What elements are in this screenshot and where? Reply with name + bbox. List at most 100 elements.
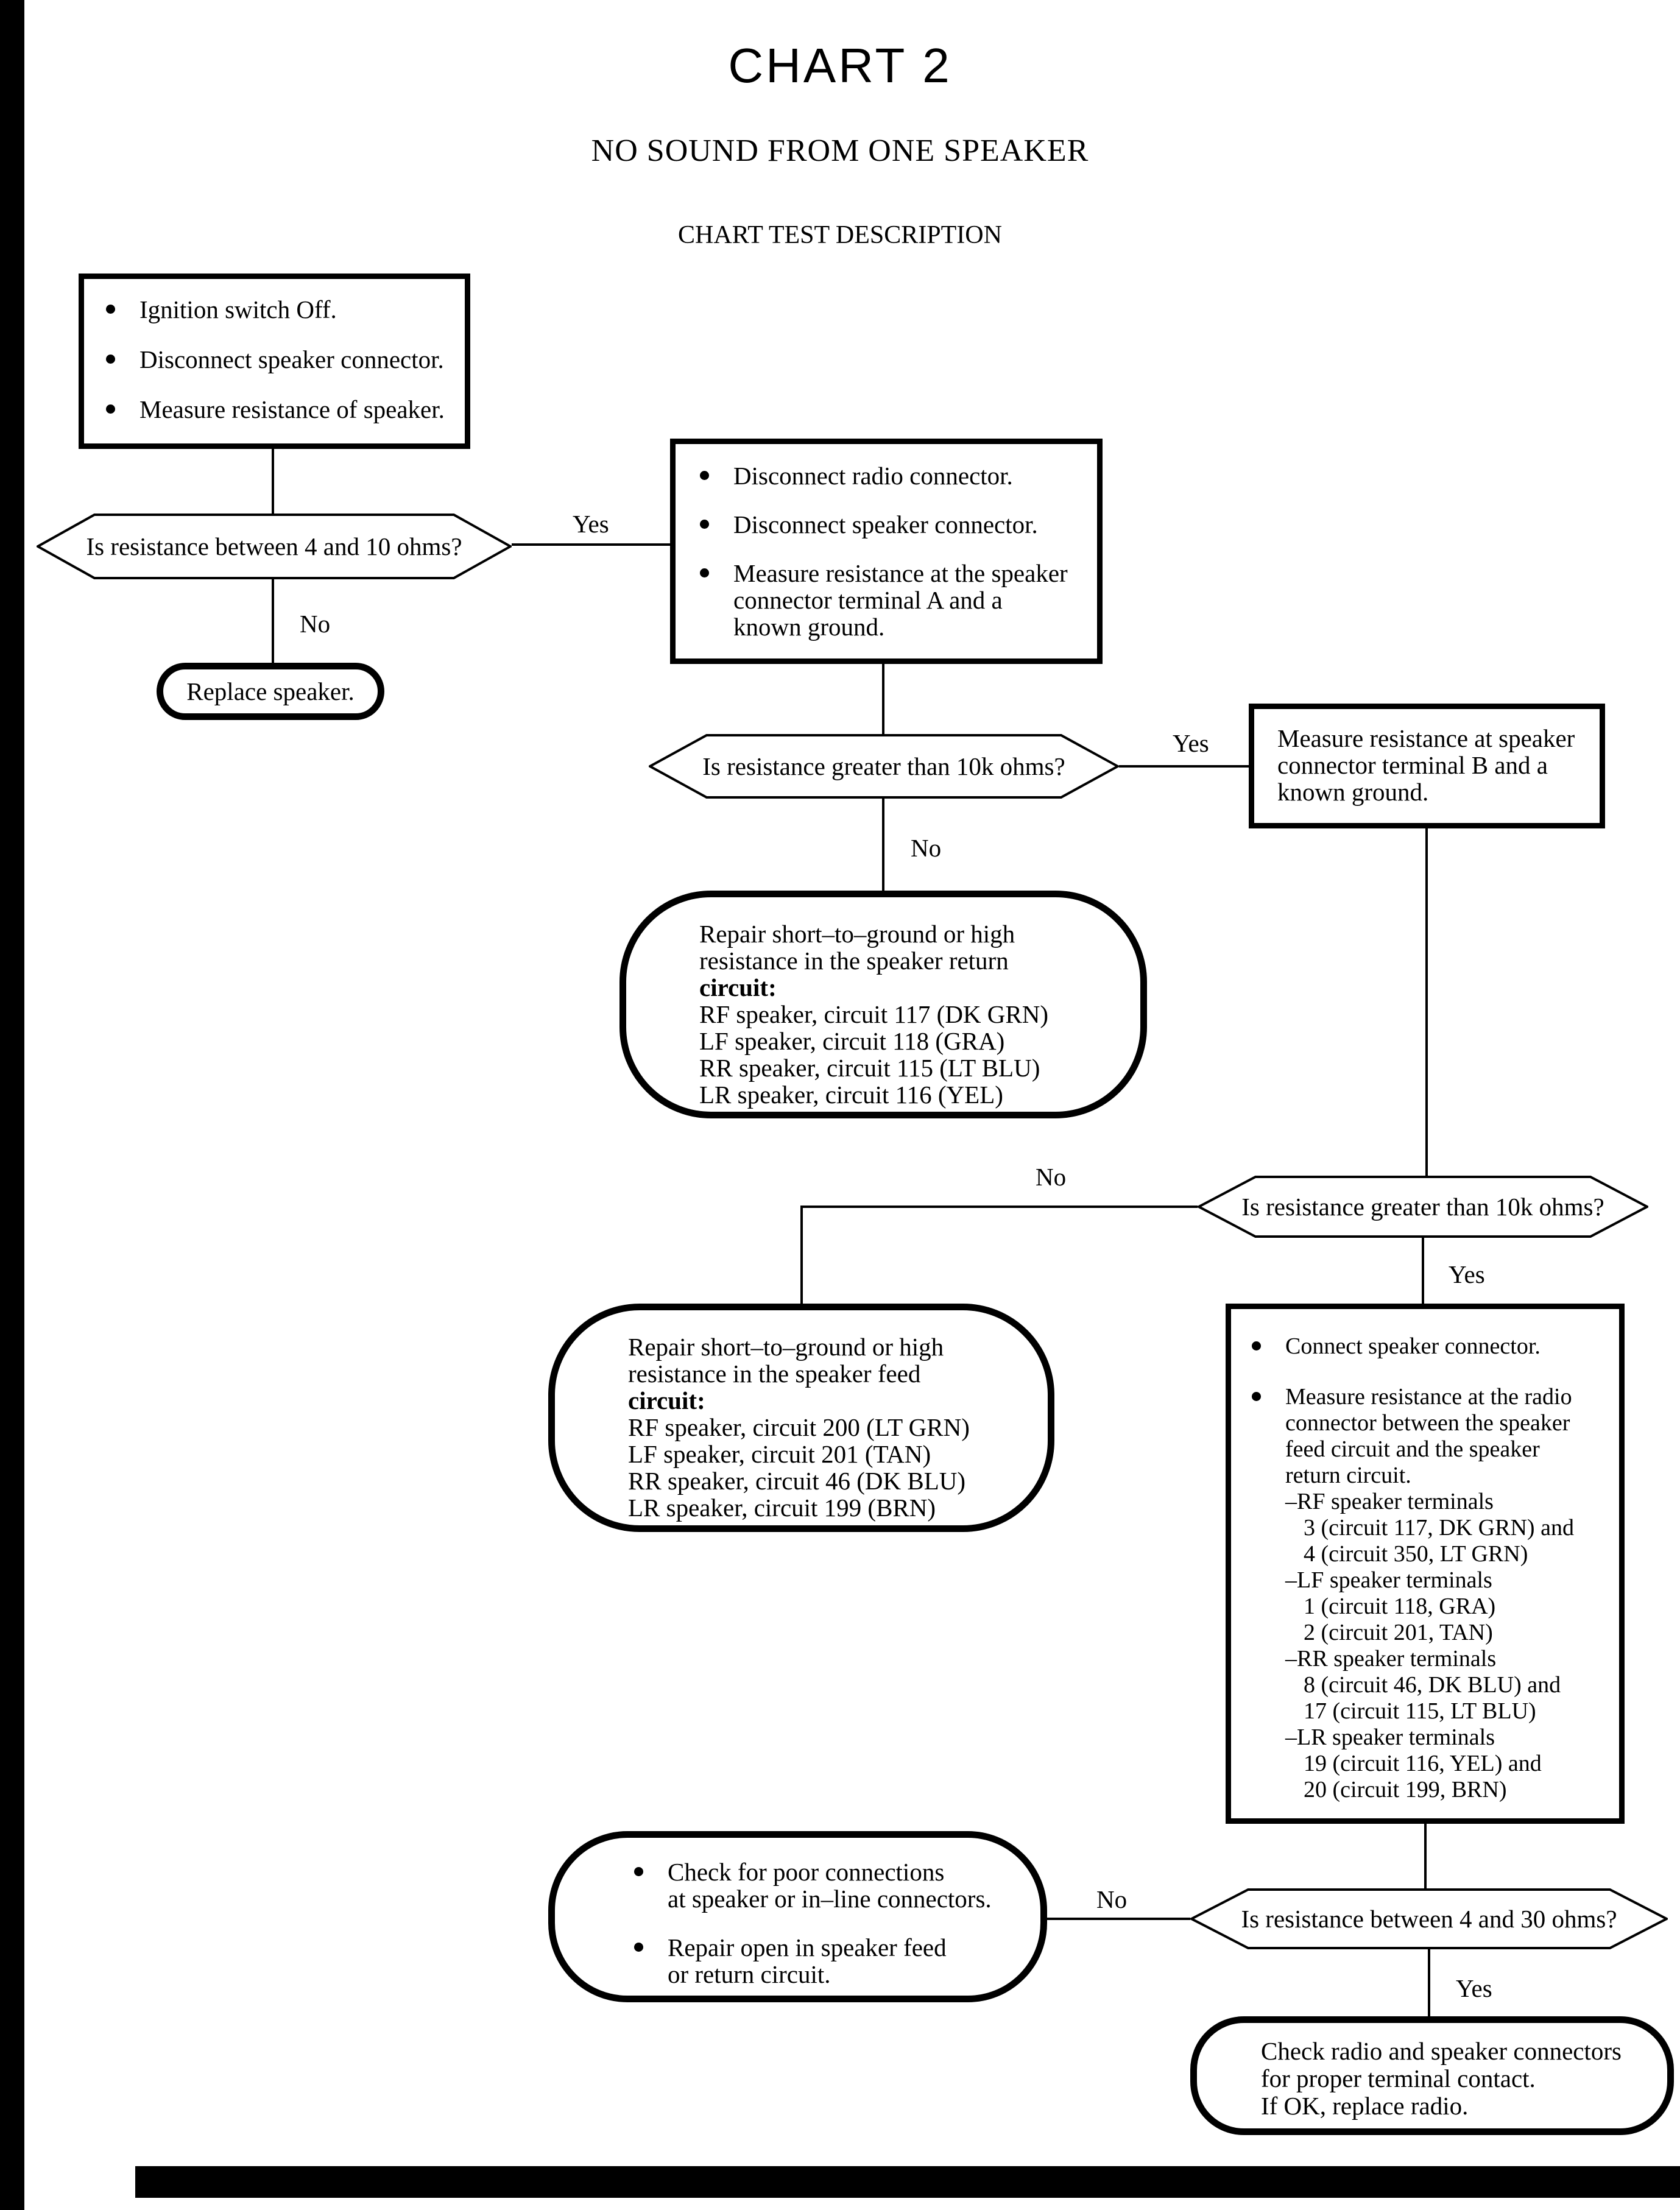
d1-yes-label: Yes (573, 510, 609, 538)
text-line: at speaker or in–line connectors. (668, 1885, 992, 1913)
replace-speaker-terminator: Replace speaker. (157, 663, 384, 720)
text-line: LF speaker, circuit 118 (GRA) (699, 1027, 1005, 1055)
decision-resistance-10k-ohms-a: Is resistance greater than 10k ohms? (649, 734, 1119, 799)
connector-d4-yes (1428, 1949, 1430, 2016)
text-line: or return circuit. (668, 1960, 831, 1988)
radio-disconnect-box: Disconnect radio connector. Disconnect s… (670, 439, 1103, 664)
bullet-icon (700, 471, 709, 480)
text-line: 3 (circuit 117, DK GRN) and (1304, 1515, 1574, 1541)
instruction-text: Disconnect radio connector. (733, 462, 1013, 490)
d2-yes-label: Yes (1173, 729, 1209, 757)
text-line: 2 (circuit 201, TAN) (1304, 1620, 1493, 1645)
text-line: Check for poor connections (668, 1858, 945, 1886)
text-line: resistance in the speaker feed (628, 1360, 921, 1388)
page-title: CHART 2 (728, 38, 952, 93)
text-line: known ground. (1277, 778, 1429, 806)
list-item: Disconnect speaker connector. (106, 346, 456, 373)
d3-yes-label: Yes (1449, 1260, 1485, 1288)
list-item: Measure resistance of speaker. (106, 396, 456, 423)
instruction-text: Disconnect speaker connector. (733, 510, 1038, 538)
instruction-text: Connect speaker connector. (1285, 1333, 1541, 1359)
text-line: LR speaker, circuit 199 (BRN) (628, 1494, 936, 1522)
connector-d3-yes (1422, 1238, 1424, 1304)
repair-circuit-list: RF speaker, circuit 117 (DK GRN)LF speak… (699, 1001, 1116, 1108)
text-line: Repair short–to–ground or high (628, 1333, 944, 1361)
connector-d4-no (1047, 1918, 1190, 1920)
text-line: for proper terminal contact. (1261, 2064, 1536, 2092)
connector-radiobox-to-d2 (882, 664, 884, 734)
bullet-icon (1252, 1392, 1261, 1401)
bullet-icon (1252, 1341, 1261, 1350)
decision-question: Is resistance between 4 and 10 ohms? (86, 532, 462, 560)
text-line: Measure resistance at speaker (1277, 724, 1575, 752)
list-item: Disconnect radio connector. (700, 462, 1092, 489)
text-line: resistance in the speaker return (699, 947, 1009, 975)
text-line: feed circuit and the speaker (1285, 1436, 1540, 1462)
scan-artifact-bottom-bar (135, 2166, 1680, 2198)
connector-d3-no-vertical (800, 1206, 803, 1304)
text-line: 20 (circuit 199, BRN) (1304, 1777, 1507, 1802)
start-instructions-box: Ignition switch Off. Disconnect speaker … (79, 274, 470, 449)
decision-hexagon-shape (649, 734, 1119, 799)
repair-circuit-list: RF speaker, circuit 200 (LT GRN)LF speak… (628, 1414, 1029, 1521)
decision-question: Is resistance greater than 10k ohms? (1241, 1193, 1604, 1221)
text-line: 4 (circuit 350, LT GRN) (1304, 1541, 1528, 1567)
bullet-icon (106, 305, 115, 314)
text-line: connector between the speaker (1285, 1410, 1570, 1436)
instruction-text: Disconnect speaker connector. (139, 345, 444, 373)
d2-no-label: No (911, 834, 942, 862)
text-line: RF speaker, circuit 117 (DK GRN) (699, 1000, 1048, 1028)
text-line: Repair open in speaker feed (668, 1933, 947, 1961)
text-line: RR speaker, circuit 115 (LT BLU) (699, 1054, 1040, 1082)
text-line: –LR speaker terminals (1285, 1725, 1495, 1750)
text-line: LF speaker, circuit 201 (TAN) (628, 1440, 931, 1468)
text-line: RF speaker, circuit 200 (LT GRN) (628, 1413, 970, 1441)
text-line: return circuit. (1285, 1463, 1411, 1488)
connector-start-to-d1 (272, 449, 274, 514)
bullet-icon (700, 520, 709, 529)
bullet-icon (106, 355, 115, 364)
connector-terminalb-to-d3 (1425, 828, 1428, 1176)
terminator-text: Replace speaker. (186, 677, 355, 705)
text-line: 8 (circuit 46, DK BLU) and (1304, 1672, 1561, 1698)
decision-resistance-4-10-ohms: Is resistance between 4 and 10 ohms? (37, 514, 512, 579)
text-line: RR speaker, circuit 46 (DK BLU) (628, 1467, 966, 1495)
text-line: 19 (circuit 116, YEL) and (1304, 1751, 1542, 1776)
connector-d2-no (882, 799, 884, 891)
bullet-icon (634, 1943, 643, 1952)
text-line: connector terminal A and a (733, 586, 1003, 614)
decision-question: Is resistance greater than 10k ohms? (702, 752, 1065, 780)
decision-hexagon-shape (1198, 1176, 1648, 1238)
connector-d3-no-horizontal (800, 1206, 1198, 1208)
text-line: 1 (circuit 118, GRA) (1304, 1594, 1496, 1619)
bullet-icon (106, 404, 115, 414)
decision-resistance-4-30-ohms: Is resistance between 4 and 30 ohms? (1190, 1888, 1668, 1949)
text-line: –LF speaker terminals (1285, 1567, 1492, 1593)
repair-circuit-label: circuit: (699, 973, 777, 1001)
text-line: LR speaker, circuit 116 (YEL) (699, 1081, 1003, 1109)
connector-d1-yes (512, 543, 670, 546)
instruction-text: Measure resistance of speaker. (139, 395, 445, 423)
text-line: Repair short–to–ground or high (699, 920, 1015, 948)
text-line: Measure resistance at the speaker (733, 559, 1068, 587)
text-line: known ground. (733, 613, 885, 641)
text-line: connector terminal B and a (1277, 751, 1548, 779)
decision-hexagon-shape (1190, 1888, 1668, 1949)
d3-no-label: No (1036, 1163, 1067, 1191)
list-item: Connect speaker connector. (1252, 1333, 1615, 1360)
instruction-text: Ignition switch Off. (139, 295, 337, 323)
text-line: Check radio and speaker connectors (1261, 2037, 1622, 2065)
